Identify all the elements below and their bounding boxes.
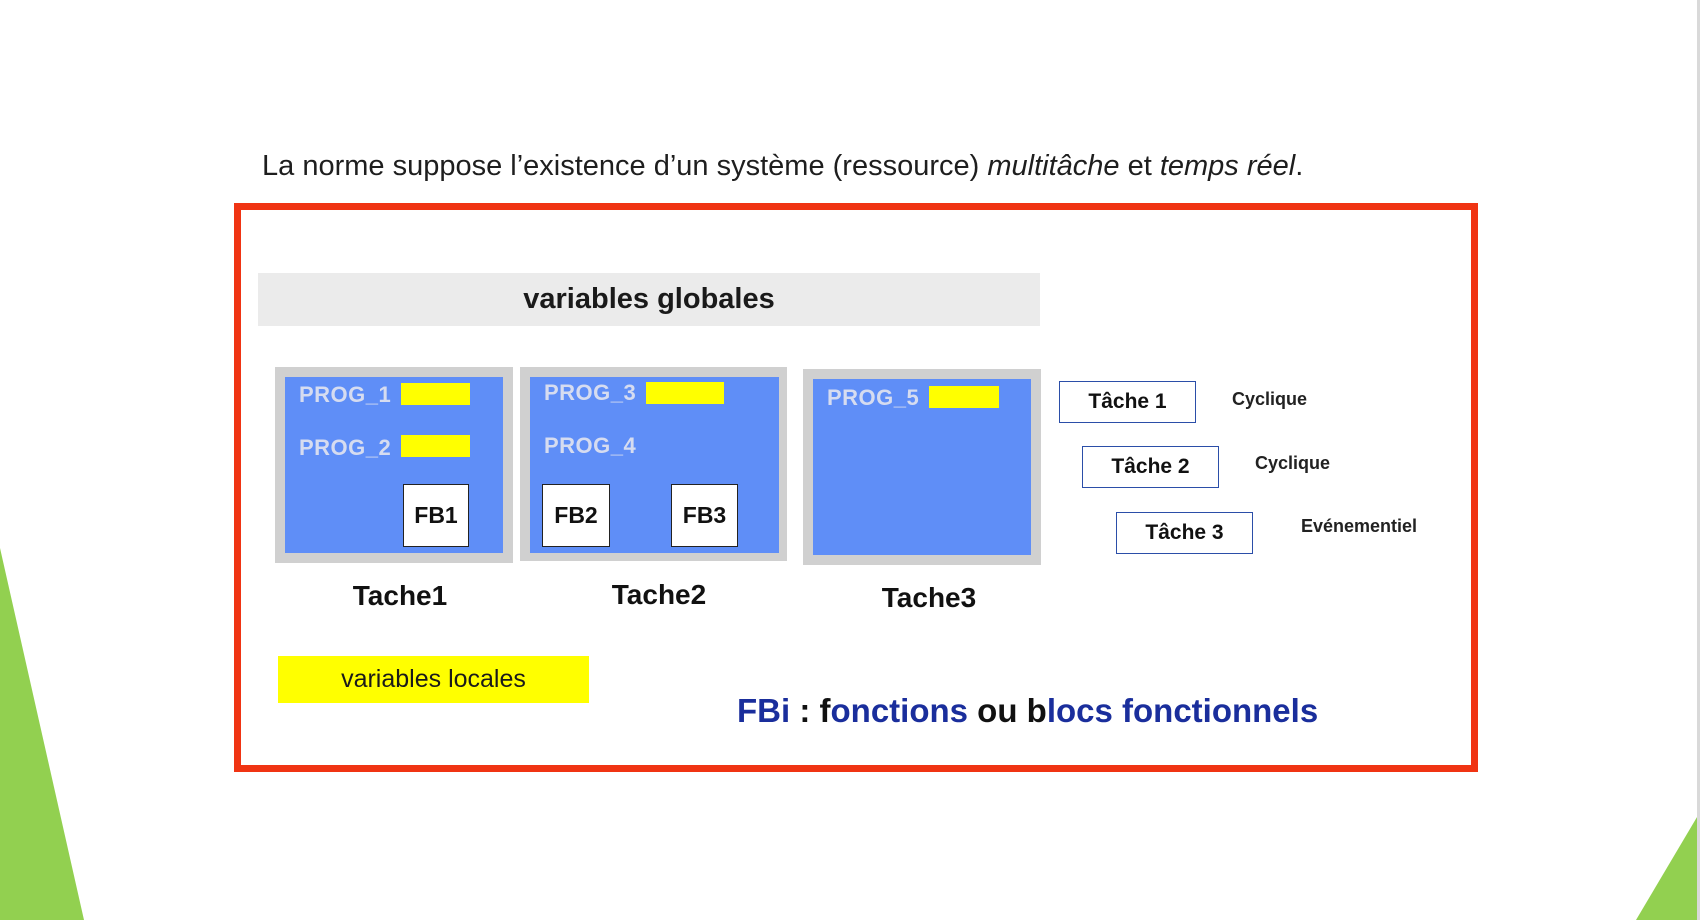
intro-text-part: La norme suppose l’existence d’un systèm… [262, 150, 988, 182]
local-variable-marker [401, 435, 470, 457]
intro-sentence: La norme suppose l’existence d’un systèm… [262, 150, 1303, 183]
intro-text-part: . [1295, 150, 1304, 182]
local-variable-marker [929, 386, 999, 408]
left-green-triangle [0, 548, 84, 920]
task-group-3-area [813, 379, 1031, 555]
task-group-3-name: Tache3 [881, 582, 977, 613]
task-2-box: Tâche 2 [1082, 446, 1219, 488]
function-block: FB3 [671, 484, 738, 547]
fbi-connector: ou b [968, 692, 1047, 729]
local-variables-legend: variables locales [278, 656, 589, 703]
task-3-box: Tâche 3 [1116, 512, 1253, 554]
function-block: FB2 [542, 484, 610, 547]
fbi-word: locs fonctionnels [1046, 692, 1319, 729]
task-1-box: Tâche 1 [1059, 381, 1196, 423]
program-label: PROG_5 [827, 385, 920, 410]
program-label: PROG_4 [544, 433, 637, 458]
intro-italic-multitache: multitâche [987, 150, 1120, 182]
task-2-type: Cyclique [1255, 453, 1331, 473]
intro-text-part: et [1119, 150, 1160, 182]
intro-italic-temps-reel: temps réel [1159, 150, 1296, 182]
global-variables-bar: variables globales [258, 273, 1040, 326]
task-1-type: Cyclique [1232, 389, 1308, 409]
program-label: PROG_3 [544, 380, 637, 405]
fbi-separator: : [790, 692, 820, 729]
task-3-type: Evénementiel [1301, 516, 1418, 536]
fbi-letter: f [819, 692, 831, 729]
fbi-abbrev: FBi [737, 692, 791, 729]
task-group-2-name: Tache2 [611, 579, 707, 610]
fbi-word: onctions [830, 692, 969, 729]
local-variable-marker [401, 383, 470, 405]
program-label: PROG_1 [299, 382, 392, 407]
program-label: PROG_2 [299, 435, 392, 460]
right-green-triangle [1636, 812, 1700, 920]
function-block-legend: FBi : fonctions ou blocs fonctionnels [737, 692, 1318, 730]
local-variable-marker [646, 382, 724, 404]
task-group-1-name: Tache1 [352, 580, 448, 611]
slide-right-edge [1697, 0, 1700, 920]
function-block: FB1 [403, 484, 469, 547]
